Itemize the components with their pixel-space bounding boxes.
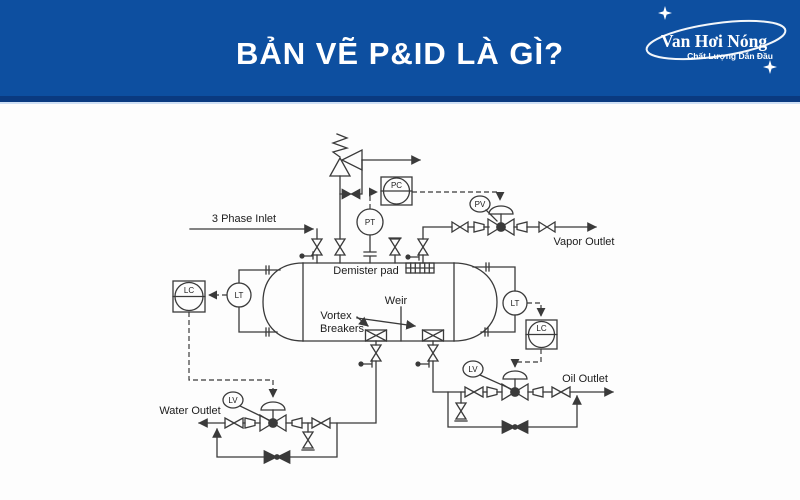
svg-text:PC: PC: [391, 181, 402, 190]
signal-lt-lc-right: [527, 302, 546, 317]
lc-instrument-right: LC: [525, 319, 558, 350]
flange-icon: [265, 265, 270, 337]
signal-lc-lv-water: [188, 312, 278, 398]
svg-text:LV: LV: [228, 396, 238, 405]
svg-text:LT: LT: [235, 291, 244, 300]
water-outlet-line: LV: [198, 340, 383, 465]
vapor-outlet-line: PV: [405, 195, 597, 264]
logo-tagline: Chất Lượng Dẫn Đầu: [687, 51, 773, 61]
reducer-icon: [473, 221, 485, 233]
inlet-line: [189, 224, 324, 264]
signal-lc-lv-oil: [510, 349, 542, 368]
vapor-outlet-label: Vapor Outlet: [554, 236, 615, 248]
demister-label: Demister pad: [333, 265, 398, 277]
water-bypass-line: [212, 422, 338, 465]
reducer-icon: [516, 221, 528, 233]
gate-valve-icon: [333, 238, 347, 256]
drain-valve: [301, 422, 315, 451]
logo-name: Van Hơi Nóng: [661, 31, 768, 51]
oil-outlet-line: LV: [415, 340, 614, 435]
gate-valve-icon: [416, 238, 430, 256]
pressure-control-valve: [487, 205, 515, 237]
oil-bypass-line: [447, 391, 582, 435]
flange-icon: [484, 262, 490, 337]
drain-valve: [454, 391, 468, 422]
svg-text:PT: PT: [365, 218, 375, 227]
logo-swoosh-icon: [645, 6, 787, 74]
demister-pad-icon: [405, 262, 435, 274]
level-bridle-left: LT: [226, 265, 281, 337]
closed-valve-icon: [341, 188, 361, 200]
weir-label: Weir: [385, 295, 408, 307]
svg-text:LV: LV: [468, 365, 478, 374]
vortex-label-1: Vortex: [320, 310, 352, 322]
gate-valve-icon: [451, 220, 469, 234]
gate-valve-icon: [311, 416, 331, 430]
pc-instrument: PC: [380, 176, 413, 206]
spring-icon: [331, 133, 350, 158]
svg-text:PV: PV: [475, 200, 486, 209]
signal-pc-pv: [412, 191, 505, 201]
gate-valve-icon: [369, 344, 383, 362]
sparkle-icon: [658, 6, 672, 20]
gate-valve-icon: [464, 385, 484, 399]
vortex-breaker-icon: [364, 329, 388, 342]
page-title: BẢN VẼ P&ID LÀ GÌ?: [235, 36, 564, 71]
gate-valve-icon: [538, 220, 556, 234]
inlet-label: 3 Phase Inlet: [212, 213, 276, 225]
pv-balloon: PV: [469, 195, 498, 222]
gate-valve-icon: [426, 344, 440, 362]
vortex-label-2: Breakers: [320, 323, 365, 335]
actuator-icon: [502, 370, 528, 380]
vortex-breaker-icon: [421, 329, 445, 342]
reducer-icon: [486, 386, 498, 398]
lv-balloon-oil: LV: [462, 360, 512, 390]
level-control-valve-oil: [501, 370, 529, 402]
svg-text:LT: LT: [511, 299, 520, 308]
vortex-pointer-arrows: [356, 316, 416, 330]
brand-logo: Van Hơi Nóng Chất Lượng Dẫn Đầu: [645, 6, 787, 74]
water-outlet-label: Water Outlet: [159, 405, 220, 417]
lc-instrument-left: LC: [172, 280, 206, 313]
level-bridle-right: LT: [472, 262, 528, 337]
reducer-icon: [532, 386, 544, 398]
vent-valve: [388, 237, 402, 264]
sparkle-icon: [763, 60, 777, 74]
gate-valve-icon: [224, 416, 244, 430]
svg-text:LC: LC: [184, 286, 194, 295]
lv-balloon-water: LV: [222, 391, 270, 421]
header-banner: BẢN VẼ P&ID LÀ GÌ?: [0, 0, 800, 102]
actuator-icon: [488, 205, 514, 215]
pressure-safety-valve: [328, 133, 421, 264]
pt-instrument: PT: [356, 208, 384, 264]
relief-valve-icon: [328, 156, 352, 177]
reducer-icon: [244, 417, 256, 429]
signal-pt-pc: [368, 187, 378, 209]
gate-valve-icon: [310, 238, 324, 256]
actuator-icon: [260, 401, 286, 411]
gate-valve-icon: [551, 385, 571, 399]
svg-text:LC: LC: [536, 324, 546, 333]
reducer-icon: [291, 417, 303, 429]
oil-outlet-label: Oil Outlet: [562, 373, 608, 385]
gate-valve-icon: [388, 238, 402, 256]
level-control-valve-water: [259, 401, 287, 433]
